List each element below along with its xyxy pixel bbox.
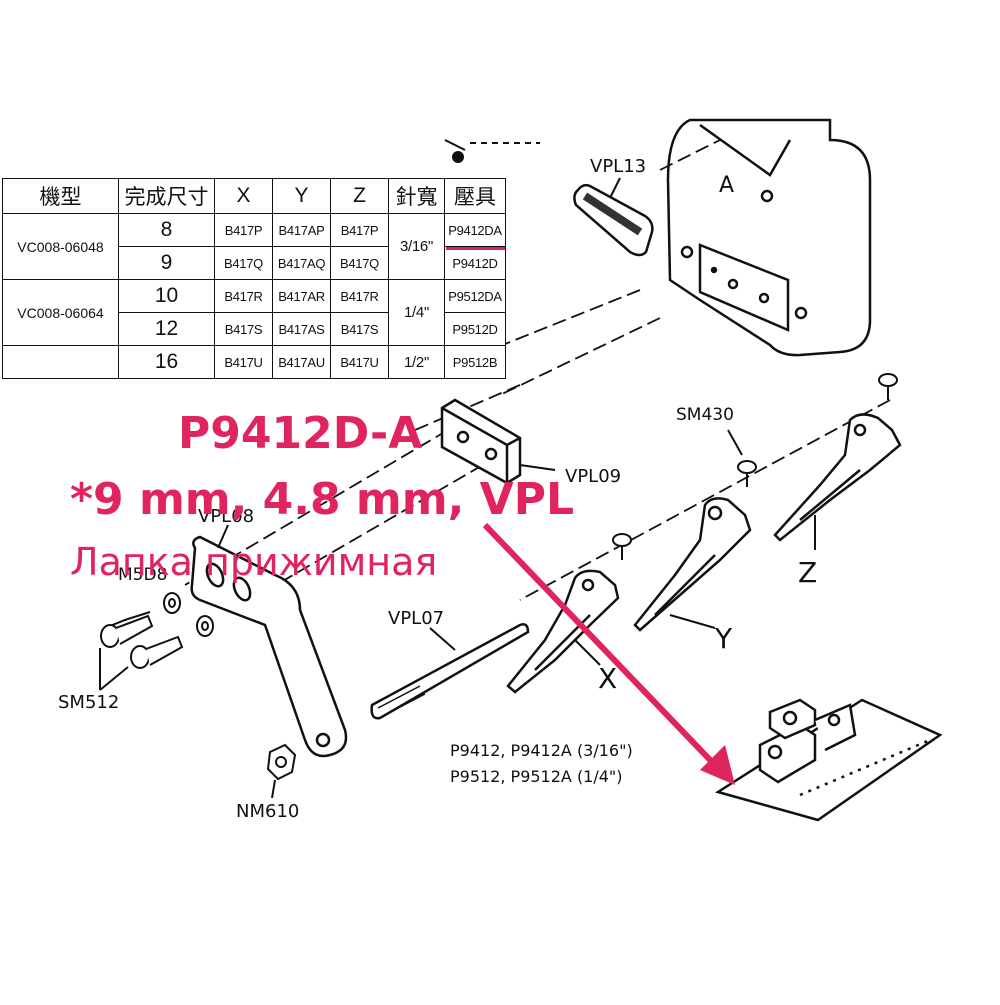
red-arrow (482, 522, 735, 785)
cell-y: B417AR (272, 279, 331, 313)
label-z: Z (798, 556, 817, 589)
cell-y: B417AQ (272, 246, 331, 280)
cell-size: 9 (118, 246, 215, 280)
header-width: 針寬 (388, 178, 445, 214)
cell-z: B417U (330, 345, 389, 379)
cell-y: B417AS (272, 312, 331, 346)
sm512-screws (100, 611, 184, 669)
label-vpl13: VPL13 (590, 156, 646, 177)
cell-foot: P9512B (444, 345, 506, 379)
cell-x: B417P (214, 213, 273, 247)
label-x: X (598, 662, 617, 695)
presser-foot (714, 698, 943, 822)
sm430-screws (612, 373, 898, 560)
cell-size: 8 (118, 213, 215, 247)
cell-z: B417Q (330, 246, 389, 280)
cell-size: 16 (118, 345, 215, 379)
looper-x (506, 569, 620, 694)
cell-foot-highlighted: P9412DA (444, 213, 506, 251)
label-sm512: SM512 (58, 692, 119, 713)
vpl08-leader (217, 524, 229, 549)
cell-x: B417Q (214, 246, 273, 280)
table-row: 16 B417U B417AU B417U 1/2" P9512B (2, 345, 506, 379)
header-size: 完成尺寸 (118, 178, 215, 214)
cell-foot: P9412D (444, 246, 506, 280)
cell-y: B417AP (272, 213, 331, 247)
cell-z: B417S (330, 312, 389, 346)
header-x: X (214, 178, 273, 214)
label-sm430: SM430 (676, 405, 734, 425)
cell-model: VC008-06048 (2, 213, 119, 280)
label-a: A (719, 173, 734, 198)
cell-size: 12 (118, 312, 215, 346)
label-y: Y (714, 622, 733, 655)
header-z: Z (330, 178, 389, 214)
cell-x: B417U (214, 345, 273, 379)
cell-width: 1/2" (388, 345, 445, 379)
x-leader (574, 639, 601, 666)
cell-size: 10 (118, 279, 215, 313)
vpl13-leader (609, 177, 621, 199)
looper-z (773, 413, 902, 542)
sm512-leaders (99, 648, 129, 691)
header-model: 機型 (2, 178, 119, 214)
cell-z: B417R (330, 279, 389, 313)
header-y: Y (272, 178, 331, 214)
vpl07-leader (429, 627, 456, 651)
nm610-nut (266, 743, 297, 781)
label-m5d8: M5D8 (118, 565, 167, 585)
parts-table: 機型 完成尺寸 X Y Z 針寬 壓具 VC008-06048 8 B417P … (2, 178, 506, 379)
label-vpl09: VPL09 (565, 466, 621, 487)
vpl13-badge (573, 183, 654, 257)
nm610-leader (271, 779, 276, 799)
vpl09-block (440, 398, 522, 485)
top-screw-fragment (444, 139, 540, 163)
foot-label-line2: P9512, P9512A (1/4") (450, 767, 623, 786)
cell-foot: P9512D (444, 312, 506, 346)
label-vpl08: VPL08 (198, 506, 254, 527)
header-foot: 壓具 (444, 178, 506, 214)
machine-body (666, 118, 872, 357)
table-row: VC008-06064 10 B417R B417AR B417R 1/4" P… (2, 279, 506, 346)
cell-foot: P9512DA (444, 279, 506, 313)
table-row: 9 B417Q B417AQ B417Q P9412D (3, 246, 506, 280)
cell-y: B417AU (272, 345, 331, 379)
cell-model (2, 345, 119, 379)
foot-label-line1: P9412, P9412A (3/16") (450, 741, 633, 760)
label-vpl07: VPL07 (388, 608, 444, 629)
cell-width: 1/4" (388, 279, 445, 346)
m5d8-washers (163, 592, 214, 637)
vpl09-leader (519, 464, 556, 471)
table-row: VC008-06048 8 B417P B417AP B417P 3/16" P… (2, 213, 506, 280)
table-row: 12 B417S B417AS B417S P9512D (3, 312, 506, 346)
sm430-leader (727, 429, 743, 456)
cell-width: 3/16" (388, 213, 445, 280)
vpl07-rod (370, 623, 530, 720)
cell-model: VC008-06064 (2, 279, 119, 346)
label-nm610: NM610 (236, 801, 299, 822)
looper-y (633, 497, 752, 632)
y-leader (669, 614, 716, 629)
table-header-row: 機型 完成尺寸 X Y Z 針寬 壓具 (2, 178, 506, 214)
cell-x: B417R (214, 279, 273, 313)
cell-z: B417P (330, 213, 389, 247)
vpl08-bracket (190, 535, 348, 758)
center-lines (184, 139, 891, 601)
cell-x: B417S (214, 312, 273, 346)
